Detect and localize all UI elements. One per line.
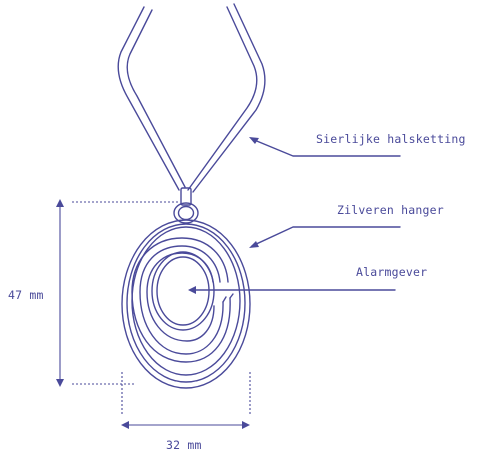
dimension-lines [59,201,251,426]
necklace-chain [117,3,266,193]
dimension-height-label: 47 mm [8,288,44,302]
bail [173,187,199,224]
dimension-width-label: 32 mm [166,438,202,452]
arrowheads [188,137,259,294]
label-alarm: Alarmgever [356,265,428,279]
leader-lines [189,138,401,291]
dimension-arrowheads [56,199,250,429]
label-necklace: Sierlijke halsketting [316,132,466,146]
label-pendant: Zilveren hanger [337,203,444,217]
alarm-button [131,237,234,363]
